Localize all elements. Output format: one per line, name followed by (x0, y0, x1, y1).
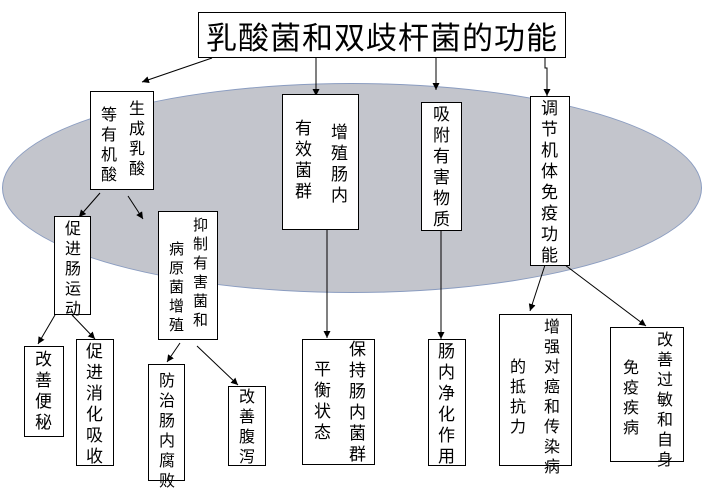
arrow-motility-to-constipation (37, 314, 56, 345)
arrow-title-to-immune (543, 58, 551, 96)
node-regulate-immunity-text: 调节机体免疫功能 (541, 99, 558, 266)
arrow-title-to-acid (141, 57, 213, 84)
node-organic-acid-col1: 生成乳酸 (128, 99, 145, 178)
arrow-inhibit-to-putrefaction (166, 342, 181, 363)
node-adsorb-harmful: 吸附有害物质 (421, 102, 462, 231)
node-enhance-resistance-col1: 增强对癌和传染病 (543, 317, 560, 476)
node-organic-acid: 生成乳酸 等有机酸 (90, 91, 154, 190)
node-regulate-immunity: 调节机体免疫功能 (530, 96, 570, 266)
node-prevent-putrefaction-text: 防治肠内腐败 (158, 371, 175, 490)
node-improve-allergy-col2: 免疫疾病 (622, 358, 639, 437)
node-promote-digestion: 促进消化吸收 (76, 339, 114, 467)
node-maintain-balance-col1: 保持肠内菌群 (349, 340, 366, 465)
node-maintain-balance: 保持肠内菌群 平衡状态 (302, 339, 375, 465)
arrow-acid-to-motility (78, 192, 101, 218)
node-intestinal-purification-text: 肠内净化作用 (438, 342, 455, 467)
node-improve-constipation-text: 改善便秘 (35, 350, 52, 433)
arrow-immune-to-allergy (564, 264, 647, 327)
node-improve-diarrhea: 改善腹泻 (228, 386, 266, 466)
node-promote-digestion-text: 促进消化吸收 (86, 342, 103, 467)
node-prevent-putrefaction: 防治肠内腐败 (148, 364, 185, 490)
arrow-immune-to-cancer (528, 264, 546, 312)
node-intestinal-purification: 肠内净化作用 (428, 339, 466, 467)
node-improve-constipation: 改善便秘 (24, 346, 64, 437)
diagram-title: 乳酸菌和双歧杆菌的功能 (198, 12, 566, 58)
node-improve-allergy-col1: 改善过敏和自身 (656, 330, 673, 469)
node-organic-acid-col2: 等有机酸 (100, 105, 117, 184)
node-improve-allergy: 改善过敏和自身 免疫疾病 (610, 327, 684, 469)
node-enhance-resistance: 增强对癌和传染病 的抵抗力 (499, 314, 572, 476)
node-enhance-resistance-col2: 的抵抗力 (509, 357, 526, 436)
arrow-acid-to-inhibit (127, 195, 144, 220)
node-proliferate-flora-col2: 有效菌群 (295, 119, 312, 202)
node-inhibit-pathogens: 抑制有害菌和 病原菌增殖 (158, 211, 218, 340)
node-proliferate-flora: 增殖肠内 有效菌群 (282, 94, 359, 230)
arrow-inhibit-to-diarrhea (196, 345, 239, 386)
node-inhibit-pathogens-col2: 病原菌增殖 (168, 240, 184, 334)
node-maintain-balance-col2: 平衡状态 (314, 360, 331, 443)
node-intestinal-motility: 促进肠运动 (54, 216, 91, 318)
node-inhibit-pathogens-col1: 抑制有害菌和 (192, 216, 208, 329)
node-improve-diarrhea-text: 改善腹泻 (238, 387, 255, 466)
node-proliferate-flora-col1: 增殖肠内 (331, 123, 348, 206)
node-adsorb-harmful-text: 吸附有害物质 (433, 105, 450, 230)
arrow-motility-to-digestion (71, 314, 96, 340)
diagram-title-text: 乳酸菌和双歧杆菌的功能 (206, 20, 558, 57)
node-intestinal-motility-text: 促进肠运动 (64, 219, 81, 318)
